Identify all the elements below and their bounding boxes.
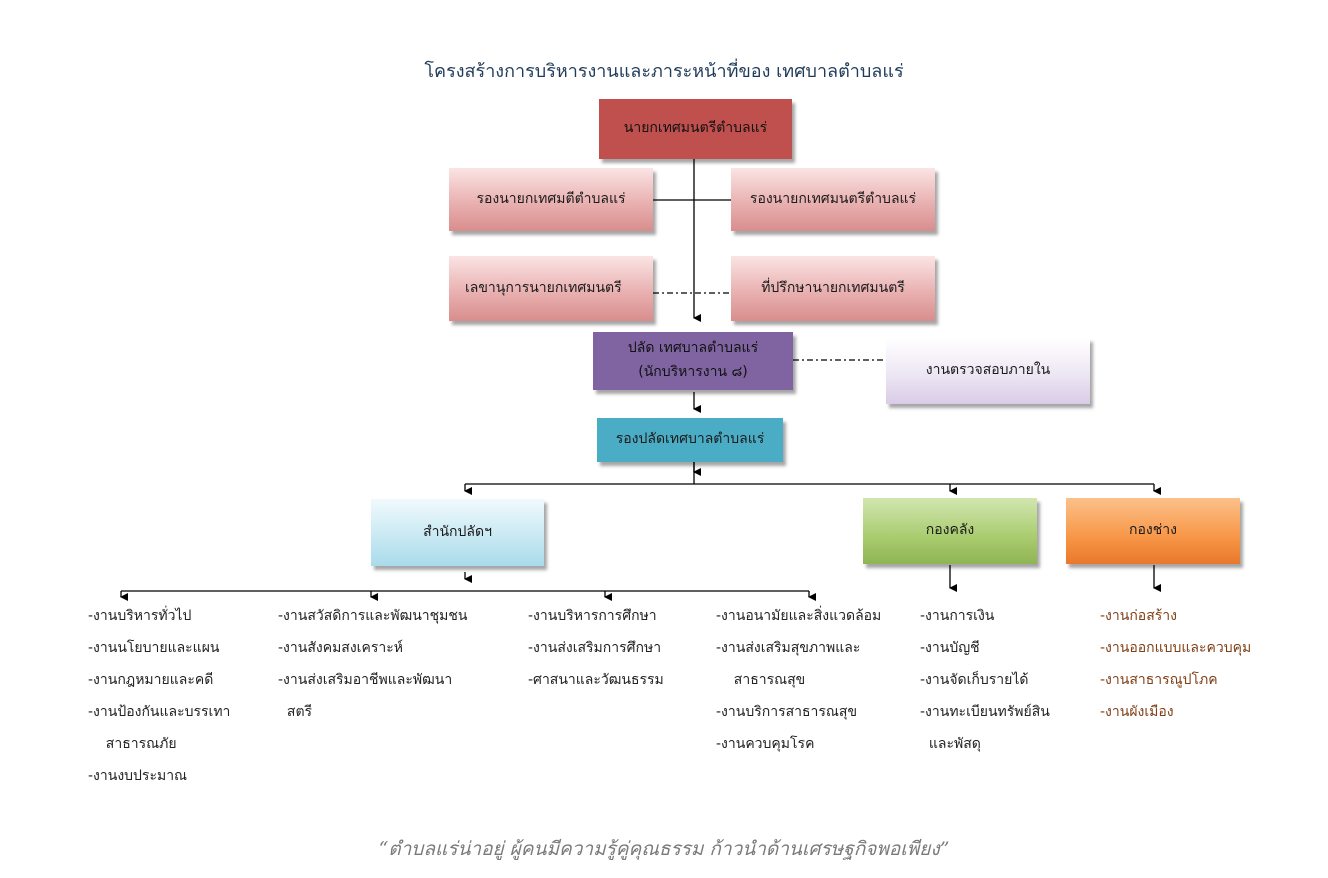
chart-title: โครงสร้างการบริหารงานและภาระหน้าที่ของ เ…	[424, 61, 904, 82]
internal-audit-box: งานตรวจสอบภายใน	[886, 338, 1090, 404]
task-item: สตรี	[278, 704, 313, 720]
task-item: -งานทะเบียนทรัพย์สิน	[920, 704, 1050, 720]
task-item: สาธารณภัย	[88, 736, 177, 752]
task-item: และพัสดุ	[920, 736, 981, 752]
task-item: -งานป้องกันและบรรเทา	[88, 704, 231, 720]
task-item: -งานบริหารการศึกษา	[528, 608, 657, 624]
task-item: สาธารณสุข	[716, 672, 806, 688]
office-tasks-col2: -งานสวัสดิการและพัฒนาชุมชน -งานสังคมสงเคร…	[278, 600, 467, 728]
task-item: -งานสวัสดิการและพัฒนาชุมชน	[278, 608, 468, 624]
clerk-office-box: สำนักปลัดฯ	[371, 499, 544, 566]
municipal-clerk-box: ปลัด เทศบาลตำบลแร่ (นักบริหารงาน ๘)	[593, 332, 793, 390]
task-item: -ศาสนาและวัฒนธรรม	[528, 672, 664, 688]
deputy-mayor-left-box: รองนายกเทศมตีตำบลแร่	[449, 168, 653, 231]
task-item: -งานออกแบบและควบคุม	[1100, 640, 1252, 656]
clerk-line-2: (นักบริหารงาน ๘)	[638, 364, 748, 380]
engineering-tasks: -งานก่อสร้าง -งานออกแบบและควบคุม -งานสาธาร…	[1100, 600, 1251, 728]
task-item: -งานส่งเสริมอาชีพและพัฒนา	[278, 672, 453, 688]
task-item: -งานงบประมาณ	[88, 768, 188, 784]
task-item: -งานควบคุมโรค	[716, 736, 815, 752]
task-item: -งานสังคมสงเคราะห์	[278, 640, 403, 656]
task-item: -งานส่งเสริมการศึกษา	[528, 640, 662, 656]
deputy-mayor-right-box: รองนายกเทศมนตรีตำบลแร่	[731, 168, 935, 231]
office-tasks-col3: -งานบริหารการศึกษา -งานส่งเสริมการศึกษา -ศ…	[528, 600, 664, 696]
slogan: “ตำบลแร่น่าอยู่ ผู้คนมีความรู้คู่คุณธรรม…	[378, 838, 950, 860]
task-item: -งานสาธารณูปโภค	[1100, 672, 1218, 688]
task-item: -งานการเงิน	[920, 608, 995, 624]
task-item: -งานก่อสร้าง	[1100, 608, 1177, 624]
finance-tasks: -งานการเงิน -งานบัญชี -งานจัดเก็บรายได้ -งา…	[920, 600, 1050, 760]
task-item: -งานจัดเก็บรายได้	[920, 672, 1029, 688]
deputy-clerk-box: รองปลัดเทศบาลตำบลแร่	[597, 418, 783, 462]
office-tasks-col4: -งานอนามัยและสิ่งแวดล้อม -งานส่งเสริมสุขภ…	[716, 600, 881, 760]
clerk-line-1: ปลัด เทศบาลตำบลแร่	[627, 340, 759, 357]
task-item: -งานส่งเสริมสุขภาพและ	[716, 640, 861, 656]
task-item: -งานบัญชี	[920, 640, 980, 656]
mayor-box: นายกเทศมนตรีตำบลแร่	[599, 99, 792, 159]
task-item: -งานผังเมือง	[1100, 704, 1174, 720]
task-item: -งานกฎหมายและคดี	[88, 672, 214, 688]
advisor-box: ที่ปรึกษานายกเทศมนตรี	[731, 256, 935, 321]
secretary-box: เลขานุการนายกเทศมนตรี	[449, 256, 653, 321]
engineering-division-box: กองช่าง	[1066, 498, 1240, 564]
task-item: -งานบริหารทั่วไป	[88, 608, 192, 624]
task-item: -งานอนามัยและสิ่งแวดล้อม	[716, 608, 882, 624]
finance-division-box: กองคลัง	[863, 498, 1037, 564]
task-item: -งานนโยบายและแผน	[88, 640, 220, 656]
task-item: -งานบริการสาธารณสุข	[716, 704, 858, 720]
office-tasks-col1: -งานบริหารทั่วไป -งานนโยบายและแผน -งานกฎหม…	[88, 600, 230, 792]
